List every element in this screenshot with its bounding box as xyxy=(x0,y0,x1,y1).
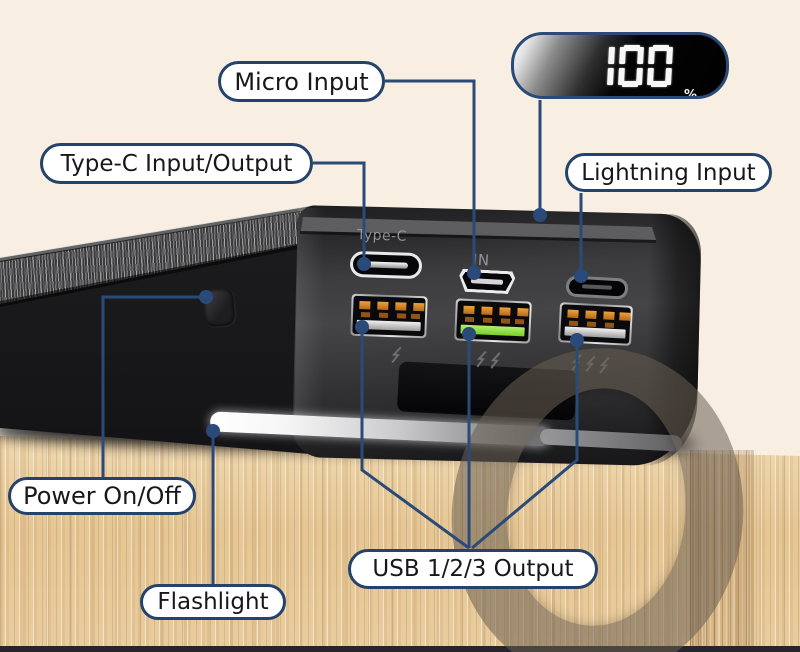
usb-port-1 xyxy=(350,293,428,339)
battery-percentage-digits xyxy=(589,45,673,87)
type-c-print-label: Type-C xyxy=(356,227,408,245)
micro-usb-port xyxy=(458,269,515,295)
lightning-port xyxy=(565,275,629,300)
power-button xyxy=(202,287,236,328)
micro-in-print-label: IN xyxy=(472,250,491,270)
callout-flashlight-label: Flashlight xyxy=(157,589,269,615)
percent-sign: % xyxy=(684,88,698,99)
callout-lightning-input-label: Lightning Input xyxy=(581,159,756,186)
usb-port-2 xyxy=(454,298,532,344)
powerbank-corner-highlight xyxy=(294,207,326,435)
callout-power-on-off: Power On/Off xyxy=(8,477,196,515)
table-corner-edge xyxy=(690,450,754,652)
callout-micro-input: Micro Input xyxy=(218,61,385,102)
type-c-port xyxy=(349,250,423,280)
callout-usb-output-label: USB 1/2/3 Output xyxy=(372,556,574,582)
callout-lightning-input: Lightning Input xyxy=(565,153,772,192)
floor-strip xyxy=(0,646,800,652)
bolt-icon-single xyxy=(391,345,405,364)
callout-flashlight: Flashlight xyxy=(140,584,286,620)
usb-port-3 xyxy=(558,302,633,346)
callout-type-c-label: Type-C Input/Output xyxy=(60,150,293,177)
battery-level-display: % xyxy=(511,32,729,99)
bolt-icon-double xyxy=(476,350,504,371)
callout-power-on-off-label: Power On/Off xyxy=(23,482,181,510)
callout-type-c: Type-C Input/Output xyxy=(40,143,313,184)
callout-usb-output: USB 1/2/3 Output xyxy=(348,549,598,589)
callout-micro-input-label: Micro Input xyxy=(234,67,369,96)
